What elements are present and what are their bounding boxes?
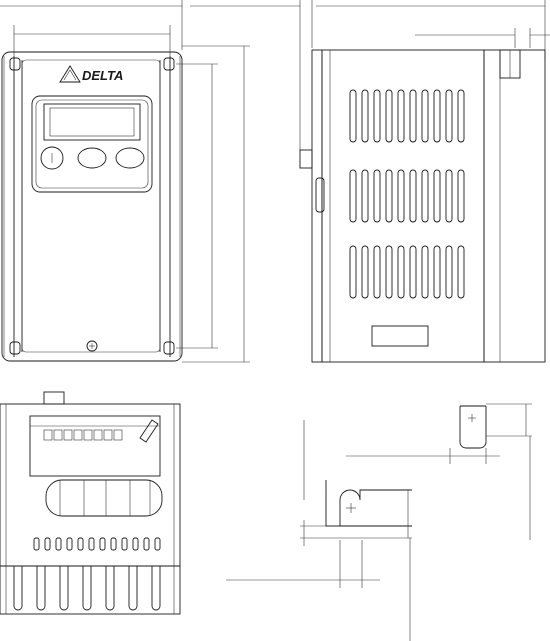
bottom-vent-slot	[100, 538, 105, 550]
side-view	[300, 50, 545, 362]
vent-slot	[446, 90, 452, 142]
vent-slot	[374, 170, 380, 222]
terminal	[114, 430, 122, 440]
terminal	[44, 430, 52, 440]
vent-slot	[434, 170, 440, 222]
vent-slot	[434, 90, 440, 142]
terminal-block	[44, 430, 122, 440]
vent-slot	[398, 90, 404, 142]
vent-slot	[410, 170, 416, 222]
vent-slot	[434, 246, 440, 298]
terminal	[94, 430, 102, 440]
label-plate	[372, 326, 428, 346]
bottom-vent-slot	[122, 538, 127, 550]
vent-slot	[386, 90, 392, 142]
heatsink-fin	[83, 566, 91, 610]
bottom-vent-slot	[34, 538, 39, 550]
bottom-vent-slot	[111, 538, 116, 550]
vent-slot	[386, 170, 392, 222]
bottom-vent-slots	[34, 538, 160, 550]
terminal	[104, 430, 112, 440]
bottom-vent-slot	[56, 538, 61, 550]
vent-slot	[422, 246, 428, 298]
bottom-vent-slot	[155, 538, 160, 550]
vent-slot	[422, 90, 428, 142]
vent-slot	[362, 246, 368, 298]
vent-slot	[422, 170, 428, 222]
brand-logo-text: DELTA	[82, 68, 123, 83]
vent-slot	[374, 246, 380, 298]
vent-slot	[458, 90, 464, 142]
terminal	[54, 430, 62, 440]
bottom-view	[0, 392, 180, 614]
vent-slot	[362, 90, 368, 142]
vent-slot	[410, 246, 416, 298]
bottom-vent-slot	[78, 538, 83, 550]
vent-slot	[458, 170, 464, 222]
delta-triangle-icon	[60, 66, 80, 82]
front-view: DELTA	[2, 46, 250, 362]
bottom-vent-slot	[144, 538, 149, 550]
vent-slot	[362, 170, 368, 222]
vent-slot	[350, 90, 356, 142]
heatsink-fins	[14, 566, 160, 610]
heatsink-fin	[60, 566, 68, 610]
vent-slots	[350, 90, 464, 298]
mounting-slot-detail	[226, 404, 532, 641]
terminal	[64, 430, 72, 440]
heatsink-fin	[152, 566, 160, 610]
heatsink-fin	[106, 566, 114, 610]
vent-slot	[374, 90, 380, 142]
bottom-vent-slot	[89, 538, 94, 550]
vent-slot	[410, 90, 416, 142]
heatsink-fin	[37, 566, 45, 610]
bottom-vent-slot	[133, 538, 138, 550]
vent-slot	[458, 246, 464, 298]
bottom-vent-slot	[67, 538, 72, 550]
terminal	[74, 430, 82, 440]
up-button-icon	[78, 148, 106, 168]
vent-slot	[446, 246, 452, 298]
vent-slot	[398, 246, 404, 298]
terminal	[84, 430, 92, 440]
vent-slot	[350, 170, 356, 222]
vent-slot	[398, 170, 404, 222]
vent-slot	[386, 246, 392, 298]
down-button-icon	[116, 148, 144, 168]
bottom-vent-slot	[45, 538, 50, 550]
vent-slot	[446, 170, 452, 222]
heatsink-fin	[14, 566, 22, 610]
keypad-module	[32, 96, 152, 192]
vent-slot	[350, 246, 356, 298]
heatsink-fin	[129, 566, 137, 610]
